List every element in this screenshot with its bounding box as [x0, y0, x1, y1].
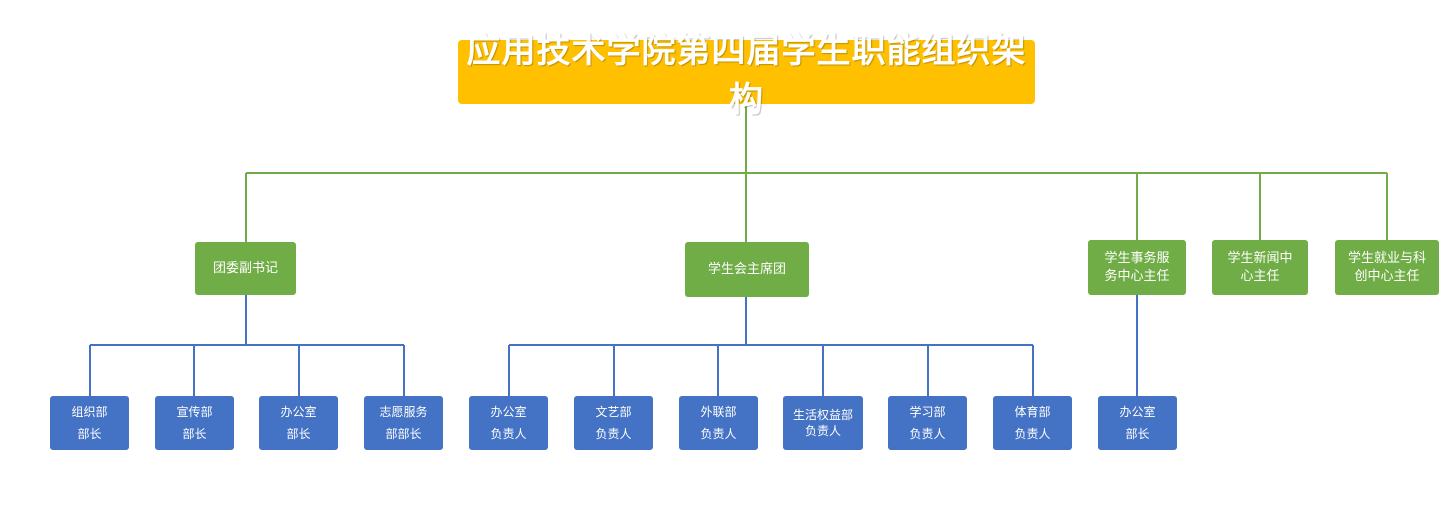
- node-bangongshi-shiwu: 办公室 部长: [1098, 396, 1177, 450]
- chart-title: 应用技术学院第四届学生职能组织架构: [458, 31, 1035, 120]
- node-xueshenghui-zhuxituan: 学生会主席团: [685, 242, 809, 297]
- node-wailianbu: 外联部 负责人: [679, 396, 758, 450]
- node-shenghuoquanyibu: 生活权益部 负责人: [783, 396, 863, 450]
- node-bangongshi-tuanwei: 办公室 部长: [259, 396, 338, 450]
- node-bangongshi-xueshenghui: 办公室 负责人: [469, 396, 548, 450]
- node-zhiyuanfuwubu: 志愿服务 部部长: [364, 396, 443, 450]
- node-tuanwei-fushuji: 团委副书记: [195, 242, 296, 295]
- node-xuesheng-xinwen-zhongxin: 学生新闻中 心主任: [1212, 240, 1308, 295]
- node-tiyubu: 体育部 负责人: [993, 396, 1072, 450]
- node-xuesheng-jiuye-kechuang: 学生就业与科 创中心主任: [1335, 240, 1439, 295]
- node-wenyibu: 文艺部 负责人: [574, 396, 653, 450]
- node-xuesheng-shiwu-zhongxin: 学生事务服 务中心主任: [1088, 240, 1186, 295]
- node-xuanchuanbu: 宣传部 部长: [155, 396, 234, 450]
- node-zuzhibu: 组织部 部长: [50, 396, 129, 450]
- node-xuexibu: 学习部 负责人: [888, 396, 967, 450]
